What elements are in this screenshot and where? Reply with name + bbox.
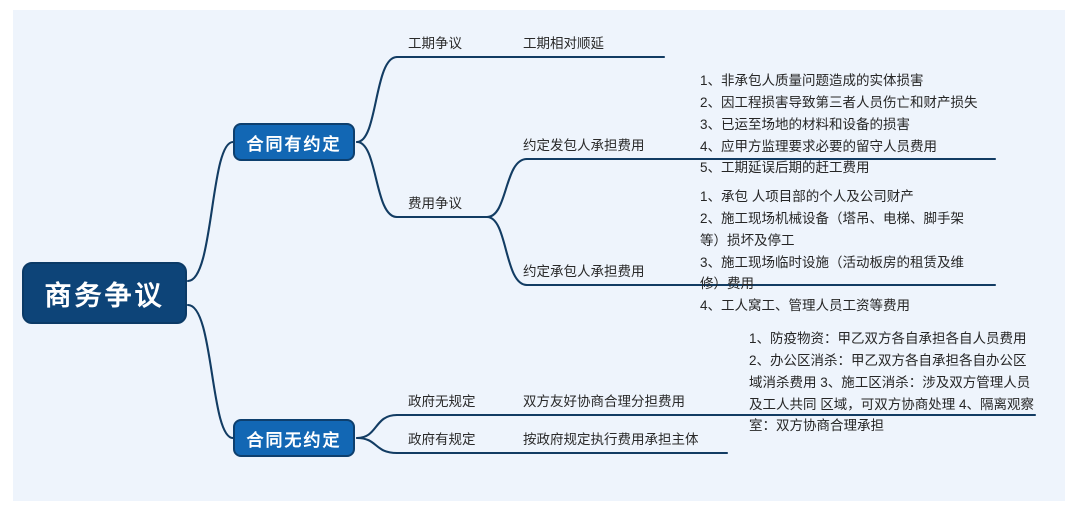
- root-node-label: 商务争议: [44, 280, 165, 311]
- branch-node-label: 合同无约定: [246, 430, 342, 450]
- detail-text-line: 2、因工程损害导致第三者人员伤亡和财产损失: [700, 94, 978, 110]
- branch-node-no-agreement[interactable]: 合同无约定: [233, 419, 355, 457]
- detail-text-line: 1、防疫物资：甲乙双方各自承担各自人员费用: [749, 331, 1027, 346]
- detail-text-line: 1、承包 人项目部的个人及公司财产: [700, 189, 914, 204]
- detail-text-line: 域消杀费用 3、施工区消杀：涉及双方管理人员: [749, 374, 1031, 390]
- detail-text-line: 3、已运至场地的材料和设备的损害: [700, 116, 911, 132]
- topic-label-cost-dispute[interactable]: 费用争议: [408, 196, 462, 211]
- detail-text-line: 1、非承包人质量问题造成的实体损害: [700, 73, 924, 88]
- detail-text-line: 2、办公区消杀：甲乙双方各自承担各自办公区: [749, 352, 1027, 368]
- detail-text-line: 4、应甲方监理要求必要的留守人员费用: [700, 138, 938, 154]
- branch-node-has-agreement[interactable]: 合同有约定: [233, 123, 355, 161]
- branch-node-label: 合同有约定: [246, 134, 342, 154]
- topic-label-gov-share[interactable]: 双方友好协商合理分担费用: [523, 394, 685, 409]
- detail-text-line: 5、工期延误后期的赶工费用: [700, 160, 870, 176]
- detail-text-cost-contractor: 1、承包 人项目部的个人及公司财产 2、施工现场机械设备（塔吊、电梯、脚手架等）损…: [700, 186, 990, 317]
- detail-text-line: 等）损坏及停工: [700, 232, 795, 248]
- topic-label-gov-none[interactable]: 政府无规定: [408, 394, 476, 409]
- topic-label-cost-contractor[interactable]: 约定承包人承担费用: [523, 264, 645, 279]
- detail-text-line: 2、施工现场机械设备（塔吊、电梯、脚手架: [700, 210, 965, 226]
- topic-label-gov-follow[interactable]: 按政府规定执行费用承担主体: [523, 432, 699, 447]
- detail-text-line: 3、施工现场临时设施（活动板房的租赁及维: [700, 254, 965, 270]
- detail-text-line: 修）费用: [700, 276, 754, 292]
- detail-text-gov-share: 1、防疫物资：甲乙双方各自承担各自人员费用 2、办公区消杀：甲乙双方各自承担各自办…: [749, 328, 1045, 437]
- topic-label-duration-extend[interactable]: 工期相对顺延: [523, 36, 604, 51]
- root-node[interactable]: 商务争议: [22, 262, 187, 324]
- detail-text-cost-employer: 1、非承包人质量问题造成的实体损害 2、因工程损害导致第三者人员伤亡和财产损失 3、…: [700, 70, 1000, 179]
- detail-text-line: 4、工人窝工、管理人员工资等费用: [700, 298, 911, 314]
- detail-text-line: 及工人共同 区域，可双方协商处理 4、隔离观察: [749, 396, 1035, 412]
- detail-text-line: 室：双方协商合理承担: [749, 418, 884, 434]
- topic-label-gov-has[interactable]: 政府有规定: [408, 432, 476, 447]
- topic-label-cost-employer[interactable]: 约定发包人承担费用: [523, 138, 645, 153]
- topic-label-duration-dispute[interactable]: 工期争议: [408, 36, 462, 51]
